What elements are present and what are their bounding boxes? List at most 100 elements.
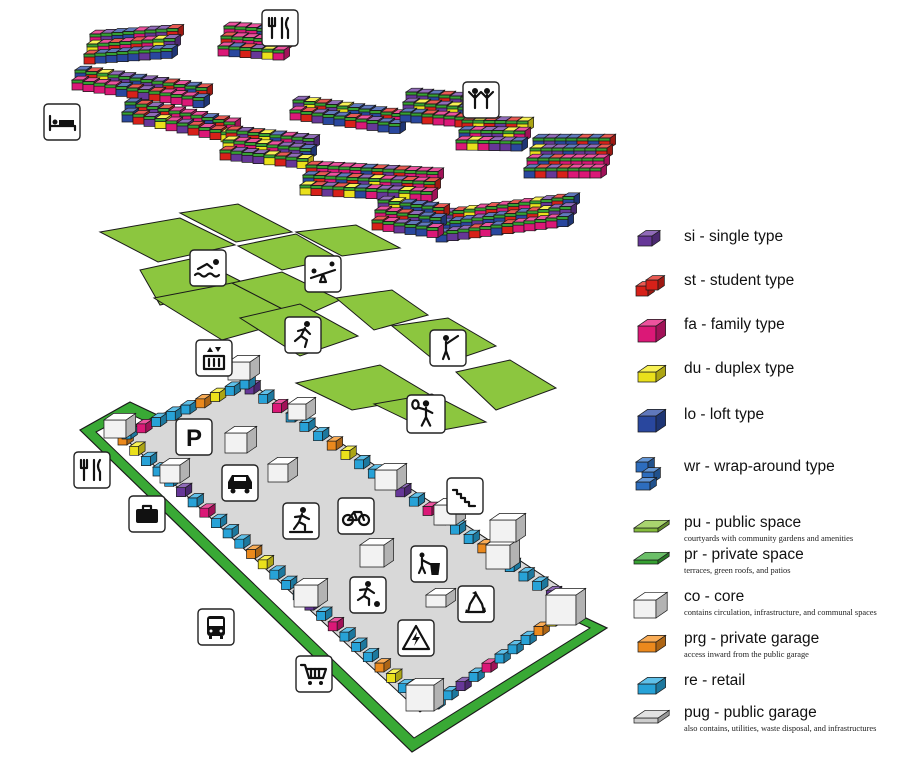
green-roof [461, 219, 472, 222]
green-roof [97, 73, 108, 76]
core-box [360, 538, 394, 567]
green-roof [389, 124, 400, 127]
green-roof [459, 130, 470, 133]
green-roof [381, 112, 392, 115]
green-roof [397, 213, 408, 216]
legend-label: re - retail [684, 672, 745, 690]
green-roof [495, 121, 506, 124]
green-roof [524, 168, 535, 171]
legend-note: also contains, utilities, waste disposal… [684, 724, 894, 734]
green-roof [503, 131, 514, 134]
green-roof [226, 130, 237, 133]
green-roof [469, 228, 480, 231]
car-icon [222, 465, 258, 501]
green-roof [290, 110, 301, 113]
green-roof [188, 125, 199, 128]
green-roof [273, 50, 284, 53]
green-roof [325, 176, 336, 179]
green-roof [433, 208, 444, 211]
legend-swatch-public_garage [630, 700, 670, 740]
green-roof [218, 46, 229, 49]
green-roof [544, 138, 555, 141]
green-roof [416, 226, 427, 229]
stairs-icon [447, 478, 483, 514]
green-roof [171, 94, 182, 97]
green-roof [105, 85, 116, 88]
green-roof [428, 94, 439, 97]
legend: si - single typest - student typefa - fa… [630, 222, 898, 752]
legend-swatch-core [630, 584, 670, 624]
green-roof [571, 158, 582, 161]
green-roof [484, 120, 495, 123]
green-roof [156, 29, 167, 32]
running-icon [285, 317, 321, 353]
green-roof [464, 209, 475, 212]
legend-label: pr - private space [684, 546, 804, 564]
green-roof [182, 96, 193, 99]
green-roof [500, 141, 511, 144]
swatch-cube [638, 231, 660, 247]
green-roof [223, 140, 234, 143]
core-box [225, 426, 257, 453]
green-roof [596, 148, 607, 151]
green-roof [524, 221, 535, 224]
green-roof [473, 120, 484, 123]
green-roof [405, 170, 416, 173]
green-roof [383, 222, 394, 225]
green-roof [527, 211, 538, 214]
green-roof [139, 50, 150, 53]
green-roof [345, 118, 356, 121]
green-roof [417, 93, 428, 96]
green-roof [505, 214, 516, 217]
green-roof [361, 168, 372, 171]
green-roof [516, 212, 527, 215]
green-roof [87, 44, 98, 47]
green-roof [492, 131, 503, 134]
green-roof [253, 154, 264, 157]
green-roof [323, 115, 334, 118]
green-roof [144, 116, 155, 119]
green-roof [267, 145, 278, 148]
green-roof [400, 203, 411, 206]
green-roof [450, 96, 461, 99]
swatch-cube [638, 409, 666, 432]
green-roof [436, 105, 447, 108]
green-roof [127, 88, 138, 91]
legend-swatch-single [630, 224, 670, 264]
green-roof [425, 104, 436, 107]
green-roof [491, 225, 502, 228]
green-roof [358, 178, 369, 181]
swatch-cube [638, 319, 666, 342]
green-roof [458, 229, 469, 232]
green-roof [444, 116, 455, 119]
green-roof [400, 112, 411, 115]
core-box [228, 355, 260, 380]
green-roof [232, 37, 243, 40]
green-roof [557, 168, 568, 171]
core-box [375, 463, 407, 490]
green-roof [326, 105, 337, 108]
trash-icon [411, 546, 447, 582]
green-roof [344, 187, 355, 190]
green-roof [403, 102, 414, 105]
restaurant-icon [262, 10, 298, 46]
green-roof [427, 228, 438, 231]
green-roof [377, 189, 388, 192]
green-roof [369, 179, 380, 182]
green-roof [286, 157, 297, 160]
swatch-cube [638, 365, 666, 382]
green-roof [289, 147, 300, 150]
green-roof [424, 182, 435, 185]
green-roof [372, 220, 383, 223]
briefcase-icon [129, 496, 165, 532]
green-roof [478, 140, 489, 143]
green-roof [422, 114, 433, 117]
green-roof [131, 41, 142, 44]
green-roof [243, 38, 254, 41]
green-roof [367, 121, 378, 124]
core-box [490, 513, 526, 542]
core-box [104, 413, 136, 438]
green-roof [224, 26, 235, 29]
green-roof [422, 206, 433, 209]
green-roof [328, 166, 339, 169]
